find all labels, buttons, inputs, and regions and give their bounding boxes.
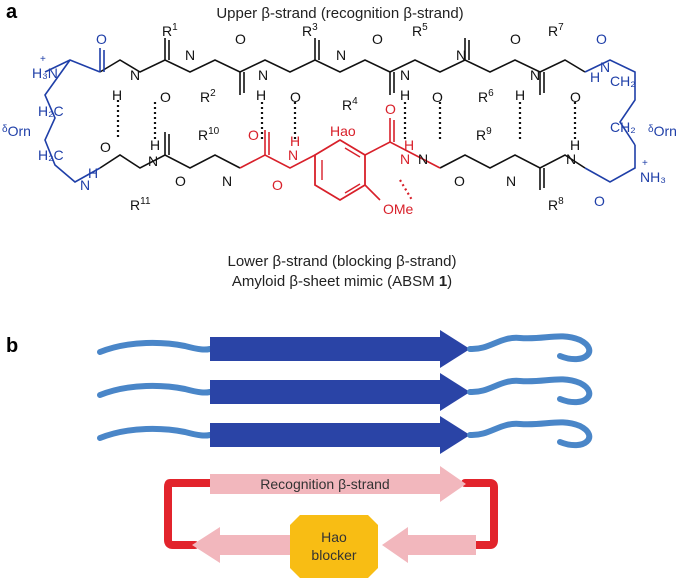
upper-o-8: O (570, 89, 581, 105)
upper-h-1: H (112, 87, 122, 103)
upper-n-4: N (336, 47, 346, 63)
hao-intramolecular-hbond (399, 179, 413, 201)
hao-blocker-line-1: Hao (321, 529, 347, 545)
upper-right-ornithine-bonds (584, 59, 636, 146)
upper-n-1: N (130, 67, 140, 83)
panel-b-label: b (6, 335, 18, 357)
upper-o-4: O (290, 89, 301, 105)
upper-o-6: O (432, 89, 443, 105)
ch2-right-1: CH₂ (610, 73, 636, 89)
lower-r11: R11 (130, 196, 151, 213)
lower-h-2: H (150, 137, 160, 153)
upper-r1: R1 (162, 22, 178, 39)
upper-o-7: O (510, 31, 521, 47)
upper-o-5: O (372, 31, 383, 47)
ch2-right-2: CH₂ (610, 119, 636, 135)
hao-o: O (385, 101, 396, 117)
upper-r4: R4 (342, 96, 358, 113)
lower-h-4: H (290, 133, 300, 149)
blocking-strand-right-arrow (382, 527, 476, 563)
hao-linker-bonds (239, 154, 316, 169)
recognition-strand-label: Recognition β-strand (260, 476, 389, 492)
lower-n-2: N (148, 153, 158, 169)
hao-blocker-line-2: blocker (311, 547, 356, 563)
upper-r2: R2 (200, 88, 216, 105)
hao-h: H (404, 137, 414, 153)
hao-n: N (400, 151, 410, 167)
lower-backbone (99, 154, 241, 169)
upper-h-5: H (400, 87, 410, 103)
upper-n-7: N (530, 67, 540, 83)
hao-label: Hao (330, 123, 356, 139)
lower-r9: R9 (476, 126, 492, 143)
lower-left-ornithine-bonds (44, 59, 101, 183)
upper-h-3: H (256, 87, 266, 103)
upper-h-right: H (590, 69, 600, 85)
upper-n-right: N (600, 59, 610, 75)
lower-h-left: H (88, 165, 98, 181)
lower-o-3: O (248, 127, 259, 143)
ch2-left-1: H₂C (38, 103, 64, 119)
nh3-right-charge: + (642, 158, 648, 169)
panel-a-label: a (6, 1, 18, 23)
beta-strand-2 (97, 373, 593, 411)
hydrogen-bonds (116, 100, 577, 140)
upper-n-2: N (185, 47, 195, 63)
lower-strand-caption: Lower β-strand (blocking β-strand) (227, 253, 456, 270)
abs-red-loop (164, 479, 498, 549)
lower-right-ornithine-bonds (584, 145, 636, 183)
upper-r6: R6 (478, 88, 494, 105)
lower-o-2: O (175, 173, 186, 189)
beta-strand-3 (97, 416, 593, 454)
upper-o-3: O (235, 31, 246, 47)
upper-r5: R5 (412, 22, 428, 39)
hao-carbonyl-bonds (364, 141, 441, 169)
hao-blocker-shape (290, 515, 378, 578)
ch2-left-2: H₂C (38, 147, 64, 163)
lower-backbone-right (439, 154, 586, 169)
hao-ome-bond (364, 184, 381, 201)
upper-o-1: O (96, 31, 107, 47)
lower-n-7: N (566, 151, 576, 167)
upper-o-9: O (596, 31, 607, 47)
lower-o-5: O (454, 173, 465, 189)
upper-backbone (99, 59, 586, 73)
lower-o-1: O (100, 139, 111, 155)
lower-carbonyls (164, 132, 545, 190)
lower-o-4: O (272, 177, 283, 193)
lower-n-3: N (222, 173, 232, 189)
ome-label: OMe (383, 201, 414, 217)
upper-n-5: N (400, 67, 410, 83)
hao-ring-inner-2 (344, 147, 361, 158)
lower-r10: R10 (198, 126, 220, 143)
upper-n-3: N (258, 67, 268, 83)
blocking-strand-left-arrow (192, 527, 290, 563)
recognition-strand-arrow (210, 466, 466, 502)
nh3-right-label: NH₃ (640, 169, 666, 185)
upper-n-6: N (456, 47, 466, 63)
upper-strand-caption: Upper β-strand (recognition β-strand) (216, 5, 463, 22)
lower-n-4: N (288, 147, 298, 163)
upper-r7: R7 (548, 22, 564, 39)
nh3-left-charge: + (40, 54, 46, 65)
lower-n-6: N (506, 173, 516, 189)
lower-r8: R8 (548, 196, 564, 213)
upper-h-7: H (515, 87, 525, 103)
lower-n-5: N (418, 151, 428, 167)
upper-carbonyls (164, 38, 545, 95)
beta-strand-1 (97, 330, 593, 368)
nh3-left-label: H₃N (32, 65, 58, 81)
hao-ring-inner-3 (344, 183, 361, 194)
lower-h-7: H (570, 137, 580, 153)
lower-o-right: O (594, 193, 605, 209)
orn-left-label: δOrn (2, 123, 31, 139)
absm-caption: Amyloid β-sheet mimic (ABSM 1) (232, 273, 452, 290)
upper-r3: R3 (302, 22, 318, 39)
orn-right-label: δOrn (648, 123, 677, 139)
upper-o-2: O (160, 89, 171, 105)
lower-n-left: N (80, 177, 90, 193)
